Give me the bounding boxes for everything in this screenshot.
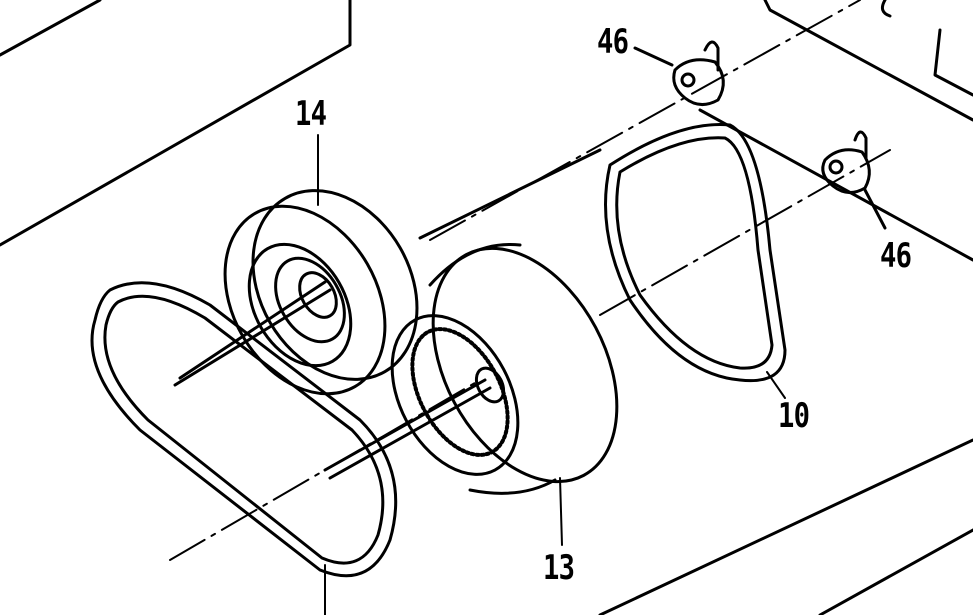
housing-outline-right — [418, 0, 973, 615]
drive-belt-small — [604, 123, 787, 383]
callout-14: 14 — [295, 94, 327, 134]
leader-lines — [317, 134, 786, 615]
callout-46-right: 46 — [880, 236, 912, 276]
drive-belt-long — [90, 281, 398, 578]
housing-outline-left — [0, 0, 352, 247]
callout-13: 13 — [543, 548, 575, 588]
fastener-46-top — [633, 40, 725, 106]
pulley-13 — [323, 243, 619, 495]
callout-10: 10 — [778, 396, 810, 436]
callout-46-top: 46 — [597, 22, 629, 62]
pulley-14 — [173, 189, 419, 396]
fastener-46-right — [821, 130, 887, 230]
